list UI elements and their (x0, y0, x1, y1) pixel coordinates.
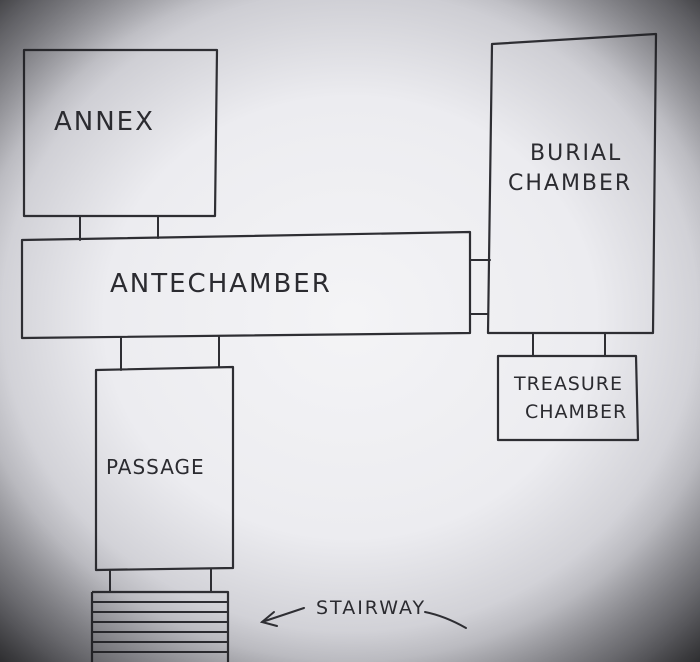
burial-chamber-label-line2: CHAMBER (508, 171, 632, 196)
left-arrow-icon (259, 607, 305, 627)
stairway-steps (90, 590, 230, 662)
antechamber-burial-doorway (469, 259, 491, 315)
burial-chamber-label-line1: BURIAL (530, 141, 622, 166)
annex-label: ANNEX (54, 107, 155, 137)
antechamber-label: ANTECHAMBER (110, 269, 332, 299)
antechamber-room: ANTECHAMBER (20, 230, 472, 340)
treasure-chamber-label-line2: CHAMBER (525, 401, 627, 423)
annex-room: ANNEX (22, 48, 219, 218)
passage-room: PASSAGE (94, 365, 235, 572)
burial-chamber-room: BURIAL CHAMBER (486, 32, 658, 335)
antechamber-passage-doorway (120, 336, 220, 371)
burial-treasure-doorway (532, 332, 606, 357)
annex-antechamber-doorway (79, 215, 159, 241)
stairway-label: STAIRWAY (316, 597, 426, 619)
treasure-chamber-room: TREASURE CHAMBER (496, 354, 640, 442)
passage-stairway-connector (109, 568, 212, 593)
treasure-chamber-label-line1: TREASURE (513, 373, 623, 395)
stairway-annotation: STAIRWAY (259, 597, 467, 629)
passage-label: PASSAGE (106, 455, 205, 479)
